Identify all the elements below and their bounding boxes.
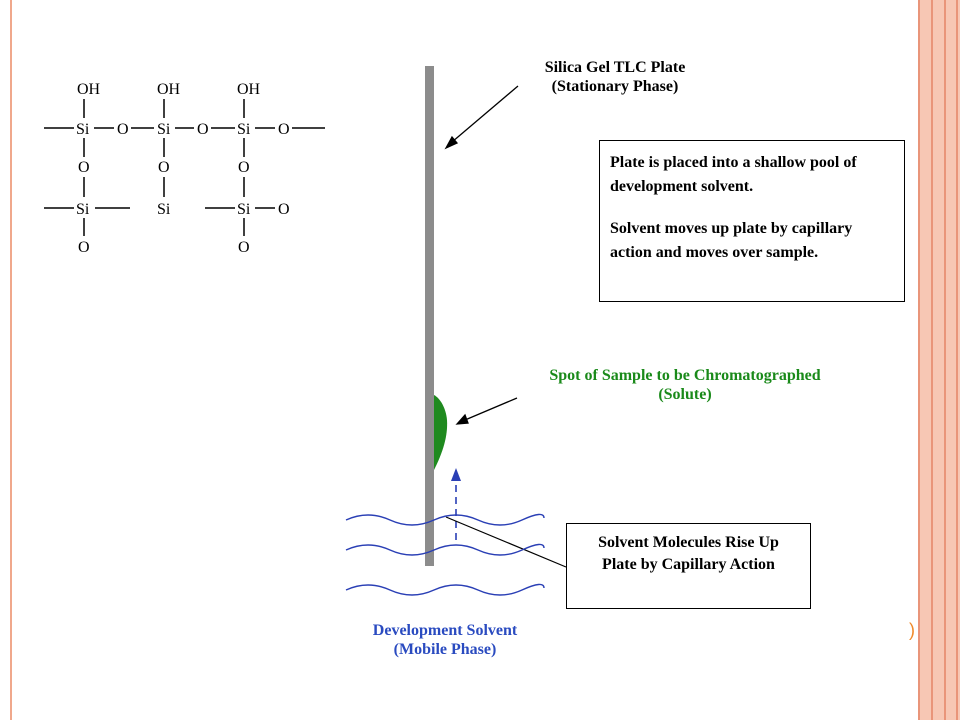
oh-label: OH (237, 81, 261, 98)
spot-arrow (455, 397, 518, 425)
si-atom: Si (76, 121, 90, 138)
o-atom: O (78, 239, 90, 256)
plate-label: Silica Gel TLC Plate (Stationary Phase) (520, 58, 710, 96)
development-solvent-label: Development Solvent (Mobile Phase) (355, 621, 535, 659)
silica-structure: OH OH OH Si O Si O Si O O O O Si (44, 81, 325, 256)
info-para-2: Solvent moves up plate by capillary acti… (610, 220, 853, 261)
o-atom: O (238, 239, 250, 256)
si-atom: Si (157, 121, 171, 138)
si-atom: Si (237, 201, 251, 218)
capillary-arrow (451, 468, 461, 540)
o-atom: O (197, 121, 209, 138)
dev-label-line2: (Mobile Phase) (393, 641, 497, 658)
sample-spot (434, 395, 448, 470)
o-atom: O (78, 159, 90, 176)
o-atom: O (158, 159, 170, 176)
info-para-1: Plate is placed into a shallow pool of d… (610, 154, 857, 195)
solvent-box-line2: Plate by Capillary Action (602, 556, 775, 573)
frame-stripe (918, 0, 920, 720)
plate-arrow (444, 85, 519, 150)
si-atom: Si (76, 201, 90, 218)
o-atom: O (117, 121, 129, 138)
oh-label: OH (77, 81, 101, 98)
si-atom: Si (157, 201, 171, 218)
oh-label: OH (157, 81, 181, 98)
tlc-plate (425, 66, 434, 566)
slide-frame-left (10, 0, 12, 720)
decorative-paren: ) (909, 620, 915, 640)
frame-stripe (944, 0, 946, 720)
dev-label-line1: Development Solvent (372, 622, 518, 639)
slide-frame-right (918, 0, 960, 720)
spot-label-line2: (Solute) (658, 386, 712, 403)
solvent-box: Solvent Molecules Rise Up Plate by Capil… (566, 523, 811, 609)
solvent-box-line1: Solvent Molecules Rise Up (598, 534, 779, 551)
o-atom: O (278, 201, 290, 218)
solvent-waves (345, 513, 545, 596)
spot-label: Spot of Sample to be Chromatographed (So… (525, 366, 845, 404)
frame-stripe (931, 0, 933, 720)
plate-label-line2: (Stationary Phase) (551, 78, 679, 95)
info-box: Plate is placed into a shallow pool of d… (599, 140, 905, 302)
solvent-pointer (445, 516, 567, 568)
o-atom: O (238, 159, 250, 176)
si-atom: Si (237, 121, 251, 138)
o-atom: O (278, 121, 290, 138)
frame-stripe (956, 0, 958, 720)
spot-label-line1: Spot of Sample to be Chromatographed (549, 367, 821, 384)
plate-label-line1: Silica Gel TLC Plate (544, 59, 686, 76)
